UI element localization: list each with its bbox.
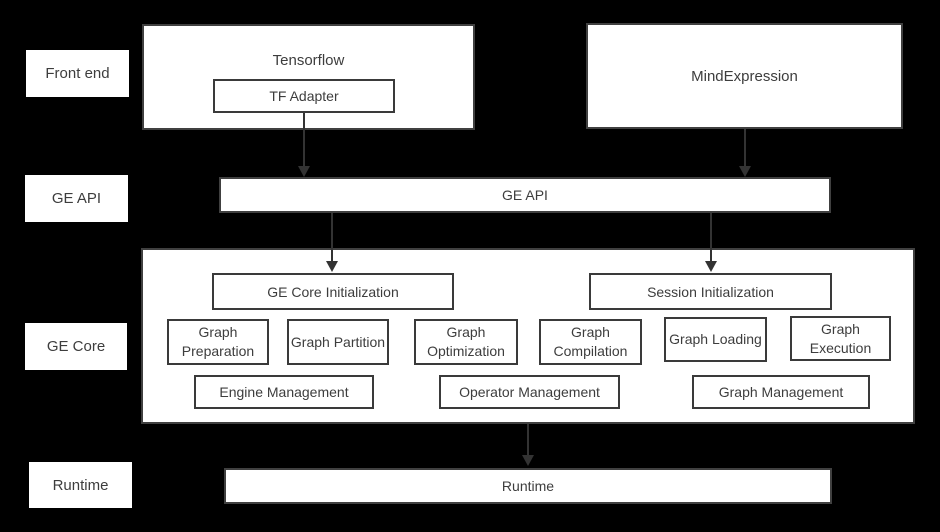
side-label-ge-api: GE API bbox=[25, 175, 128, 222]
ge-core-initialization-box: GE Core Initialization bbox=[212, 273, 454, 310]
tensorflow-box: Tensorflow TF Adapter bbox=[142, 24, 475, 130]
module-graph-execution: Graph Execution bbox=[790, 316, 891, 361]
module-graph-preparation: Graph Preparation bbox=[167, 319, 269, 365]
arrow-ge-api-to-ge-core-initialization bbox=[326, 213, 338, 272]
module-graph-partition: Graph Partition bbox=[287, 319, 389, 365]
arrow-tf-adapter-to-ge-api bbox=[298, 113, 310, 177]
side-label-ge-core: GE Core bbox=[25, 323, 127, 370]
ge-core-box: GE Core Initialization Session Initializ… bbox=[141, 248, 915, 424]
side-label-front-end: Front end bbox=[26, 50, 129, 97]
arrow-ge-api-to-session-initialization bbox=[705, 213, 717, 272]
runtime-bar: Runtime bbox=[224, 468, 832, 504]
ge-api-bar: GE API bbox=[219, 177, 831, 213]
tf-adapter-box: TF Adapter bbox=[213, 79, 395, 113]
engine-management-box: Engine Management bbox=[194, 375, 374, 409]
graph-management-box: Graph Management bbox=[692, 375, 870, 409]
module-graph-compilation: Graph Compilation bbox=[539, 319, 642, 365]
side-label-runtime: Runtime bbox=[29, 462, 132, 508]
arrow-ge-core-to-runtime bbox=[522, 424, 534, 466]
mindexpression-box: MindExpression bbox=[586, 23, 903, 129]
module-graph-loading: Graph Loading bbox=[664, 317, 767, 362]
session-initialization-box: Session Initialization bbox=[589, 273, 832, 310]
operator-management-box: Operator Management bbox=[439, 375, 620, 409]
arrow-mindexpression-to-ge-api bbox=[739, 129, 751, 177]
module-graph-optimization: Graph Optimization bbox=[414, 319, 518, 365]
tensorflow-title: Tensorflow bbox=[272, 52, 345, 69]
